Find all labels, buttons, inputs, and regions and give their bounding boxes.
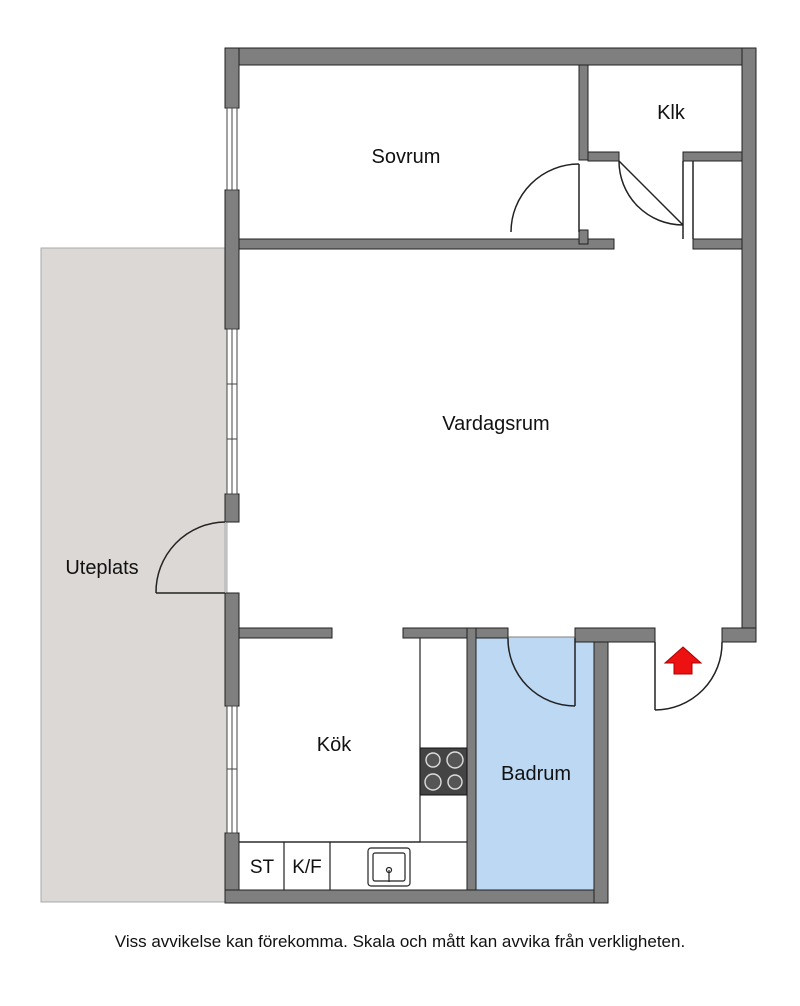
fixture-label-st: ST bbox=[250, 857, 275, 878]
room-label-badrum: Badrum bbox=[501, 763, 571, 785]
stove-icon bbox=[419, 747, 468, 796]
sink-icon bbox=[367, 847, 411, 887]
room-label-vardagsrum: Vardagsrum bbox=[442, 413, 549, 435]
floor-plan: Sovrum Klk Vardagsrum Uteplats Kök Badru… bbox=[40, 47, 757, 904]
room-label-kok: Kök bbox=[317, 734, 352, 756]
doors bbox=[155, 160, 723, 711]
disclaimer-text: Viss avvikelse kan förekomma. Skala och … bbox=[114, 932, 686, 951]
fixture-label-kf: K/F bbox=[292, 857, 322, 878]
entrance-arrow-icon bbox=[663, 646, 703, 675]
kitchen-fittings bbox=[239, 638, 467, 890]
terrace-area bbox=[40, 247, 228, 903]
room-label-uteplats: Uteplats bbox=[65, 557, 138, 579]
room-label-sovrum: Sovrum bbox=[372, 146, 441, 168]
windows bbox=[226, 107, 238, 834]
closet-lines bbox=[682, 161, 694, 239]
room-label-klk: Klk bbox=[657, 102, 686, 124]
walls bbox=[224, 47, 757, 904]
